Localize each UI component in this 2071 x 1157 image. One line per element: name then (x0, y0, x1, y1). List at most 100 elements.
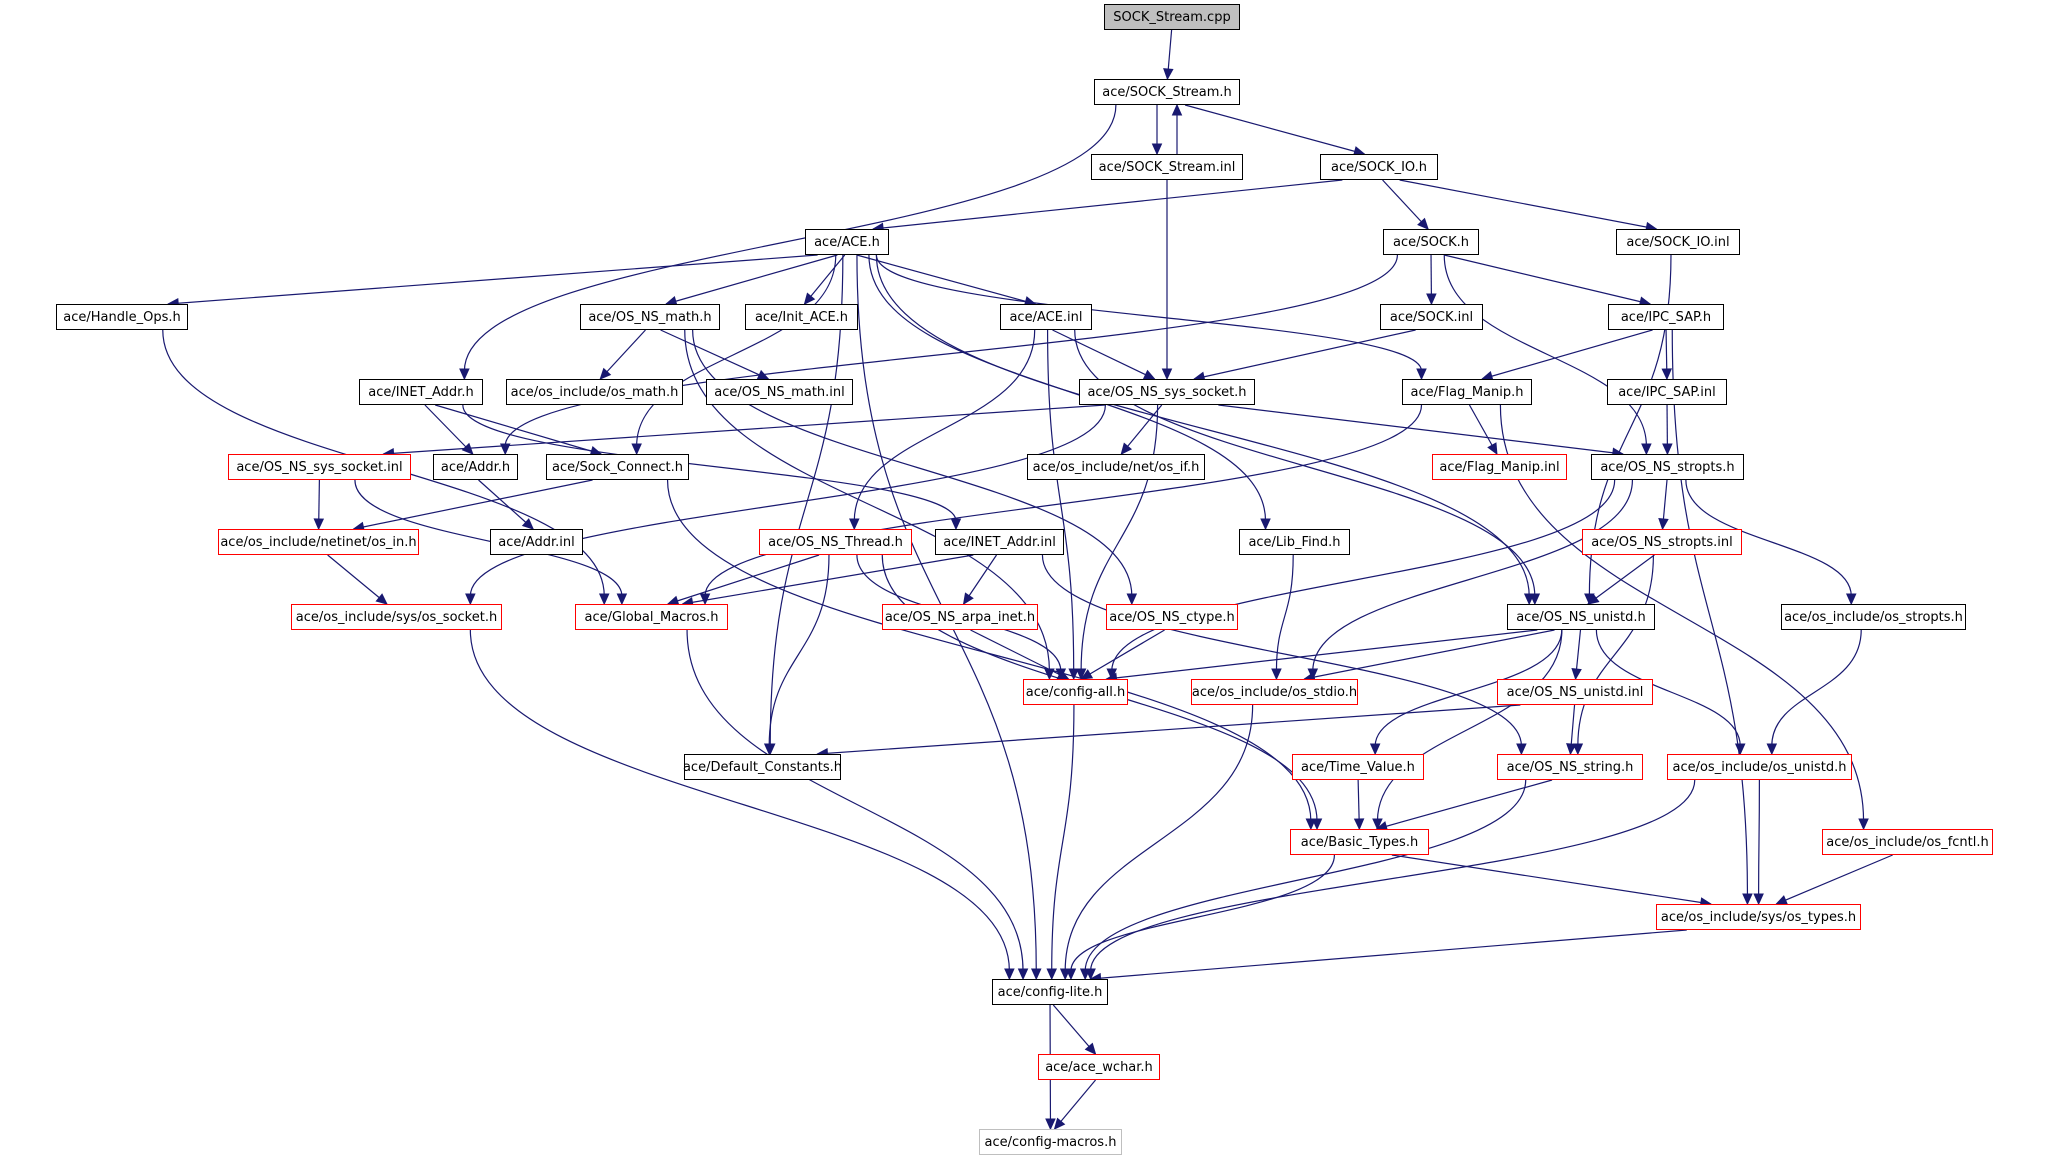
arrowhead-icon (849, 518, 860, 531)
graph-node-inet-addr-inl[interactable]: ace/INET_Addr.inl (935, 529, 1064, 555)
node-label: ace/Time_Value.h (1301, 759, 1415, 775)
edge-line (327, 554, 388, 605)
graph-node-os-in-h[interactable]: ace/os_include/netinet/os_in.h (218, 529, 419, 555)
graph-node-handle-ops-h[interactable]: ace/Handle_Ops.h (56, 304, 188, 330)
edge-sock-io-h-to-sock-h (1382, 179, 1429, 230)
arrowhead-icon (1571, 668, 1582, 681)
arrowhead-icon (803, 292, 816, 305)
edge-line (873, 179, 1343, 230)
edge-line (970, 629, 1069, 680)
arrowhead-icon (1416, 368, 1427, 381)
node-label: ace/IPC_SAP.inl (1618, 384, 1716, 400)
arrowhead-icon (616, 593, 628, 606)
arrowhead-icon (1529, 593, 1541, 606)
edge-line (853, 329, 1036, 522)
arrowhead-icon (1661, 368, 1673, 381)
graph-node-sock-h[interactable]: ace/SOCK.h (1383, 229, 1479, 255)
graph-node-ipc-sap-h[interactable]: ace/IPC_SAP.h (1608, 304, 1724, 330)
node-label: ace/OS_NS_sys_socket.h (1087, 384, 1247, 400)
graph-node-flag-manip-inl[interactable]: ace/Flag_Manip.inl (1432, 454, 1567, 480)
graph-node-os-ns-unistd-inl[interactable]: ace/OS_NS_unistd.inl (1497, 679, 1653, 705)
graph-node-config-lite-h[interactable]: ace/config-lite.h (992, 979, 1108, 1005)
edge-ace-h-to-ace-inl (856, 254, 1037, 307)
edge-os-ns-unistd-h-to-basic-types-h (1372, 629, 1563, 831)
graph-node-os-ns-stropts-inl[interactable]: ace/OS_NS_stropts.inl (1582, 529, 1742, 555)
node-label: ace/Addr.inl (498, 534, 575, 550)
graph-node-os-fcntl-h[interactable]: ace/os_include/os_fcntl.h (1822, 829, 1993, 855)
edge-os-ns-thread-h-to-default-constants-h (763, 554, 830, 756)
graph-node-addr-h[interactable]: ace/Addr.h (433, 454, 518, 480)
edge-line (463, 104, 1117, 372)
graph-node-os-socket-h[interactable]: ace/os_include/sys/os_socket.h (291, 604, 502, 630)
graph-node-sock-io-inl[interactable]: ace/SOCK_IO.inl (1616, 229, 1740, 255)
edge-line (1052, 1004, 1096, 1055)
arrowhead-icon (521, 518, 535, 530)
graph-node-basic-types-h[interactable]: ace/Basic_Types.h (1290, 829, 1429, 855)
graph-node-os-ns-string-h[interactable]: ace/OS_NS_string.h (1497, 754, 1643, 780)
edge-line (469, 404, 1106, 597)
arrowhead-icon (1163, 68, 1174, 81)
edge-sock-stream-h-to-sock-stream-inl (1151, 105, 1163, 156)
graph-node-addr-inl[interactable]: ace/Addr.inl (490, 529, 583, 555)
graph-node-os-ns-sys-socket-inl[interactable]: ace/OS_NS_sys_socket.inl (228, 454, 411, 480)
graph-node-inet-addr-h[interactable]: ace/INET_Addr.h (359, 379, 483, 405)
node-label: ace/INET_Addr.h (368, 384, 474, 400)
edge-line (1444, 254, 1651, 305)
graph-node-os-types-h[interactable]: ace/os_include/sys/os_types.h (1656, 904, 1861, 930)
graph-node-sock-stream-h[interactable]: ace/SOCK_Stream.h (1094, 79, 1240, 105)
node-label: ace/SOCK_Stream.inl (1098, 159, 1236, 175)
edge-basic-types-h-to-config-lite-h (1065, 854, 1335, 981)
edge-line (435, 404, 602, 455)
edge-line (1391, 854, 1711, 905)
arrowhead-icon (1068, 668, 1079, 681)
graph-node-lib-find-h[interactable]: ace/Lib_Find.h (1239, 529, 1350, 555)
graph-node-ace-h[interactable]: ace/ACE.h (805, 229, 889, 255)
edge-os-ns-unistd-h-to-time-value-h (1369, 629, 1563, 756)
graph-node-os-if-h[interactable]: ace/os_include/net/os_if.h (1027, 454, 1205, 480)
graph-node-sock-inl[interactable]: ace/SOCK.inl (1380, 304, 1483, 330)
graph-node-os-ns-math-h[interactable]: ace/OS_NS_math.h (580, 304, 720, 330)
graph-node-cpp[interactable]: SOCK_Stream.cpp (1104, 4, 1240, 30)
edge-line (1499, 404, 1865, 822)
arrowhead-icon (1271, 668, 1282, 681)
graph-node-os-ns-stropts-h[interactable]: ace/OS_NS_stropts.h (1591, 454, 1744, 480)
graph-node-os-ns-unistd-h[interactable]: ace/OS_NS_unistd.h (1507, 604, 1655, 630)
node-label: ace/os_include/os_stdio.h (1191, 684, 1358, 700)
arrowhead-icon (1311, 818, 1323, 831)
graph-node-os-ns-arpa-inet-h[interactable]: ace/OS_NS_arpa_inet.h (882, 604, 1038, 630)
graph-node-os-ns-ctype-h[interactable]: ace/OS_NS_ctype.h (1106, 604, 1238, 630)
graph-node-os-unistd-h[interactable]: ace/os_include/os_unistd.h (1667, 754, 1852, 780)
arrowhead-icon (459, 368, 470, 381)
graph-node-os-stdio-h[interactable]: ace/os_include/os_stdio.h (1191, 679, 1358, 705)
graph-node-ace-inl[interactable]: ace/ACE.inl (1000, 304, 1092, 330)
graph-node-init-ace-h[interactable]: ace/Init_ACE.h (745, 304, 858, 330)
node-label: ace/Default_Constants.h (682, 759, 843, 775)
edge-os-unistd-h-to-os-types-h (1753, 779, 1764, 906)
graph-node-os-ns-math-inl[interactable]: ace/OS_NS_math.inl (706, 379, 853, 405)
graph-node-global-macros-h[interactable]: ace/Global_Macros.h (575, 604, 728, 630)
graph-node-config-macros-h[interactable]: ace/config-macros.h (979, 1129, 1122, 1155)
node-label: ace/OS_NS_unistd.h (1516, 609, 1646, 625)
graph-node-sock-io-h[interactable]: ace/SOCK_IO.h (1320, 154, 1438, 180)
graph-node-flag-manip-h[interactable]: ace/Flag_Manip.h (1402, 379, 1532, 405)
graph-node-os-ns-thread-h[interactable]: ace/OS_NS_Thread.h (759, 529, 912, 555)
graph-node-ace-wchar-h[interactable]: ace/ace_wchar.h (1038, 1054, 1160, 1080)
edge-line (665, 254, 838, 305)
graph-node-os-stropts-h[interactable]: ace/os_include/os_stropts.h (1781, 604, 1966, 630)
graph-node-sock-stream-inl[interactable]: ace/SOCK_Stream.inl (1091, 154, 1243, 180)
edge-line (875, 254, 1530, 597)
graph-node-default-constants-h[interactable]: ace/Default_Constants.h (682, 754, 843, 780)
graph-node-config-all-h[interactable]: ace/config-all.h (1023, 679, 1128, 705)
edge-line (660, 329, 769, 380)
arrowhead-icon (1662, 443, 1673, 456)
edge-line (769, 254, 844, 747)
graph-node-os-math-h[interactable]: ace/os_include/os_math.h (506, 379, 683, 405)
graph-node-os-ns-sys-socket-h[interactable]: ace/OS_NS_sys_socket.h (1079, 379, 1255, 405)
node-label: ace/Handle_Ops.h (63, 309, 181, 325)
arrowhead-icon (1353, 818, 1365, 831)
arrowhead-icon (1369, 743, 1381, 756)
graph-node-ipc-sap-inl[interactable]: ace/IPC_SAP.inl (1607, 379, 1727, 405)
graph-node-sock-connect-h[interactable]: ace/Sock_Connect.h (546, 454, 689, 480)
edge-os-socket-h-to-config-lite-h (469, 629, 1015, 981)
graph-node-time-value-h[interactable]: ace/Time_Value.h (1292, 754, 1424, 780)
